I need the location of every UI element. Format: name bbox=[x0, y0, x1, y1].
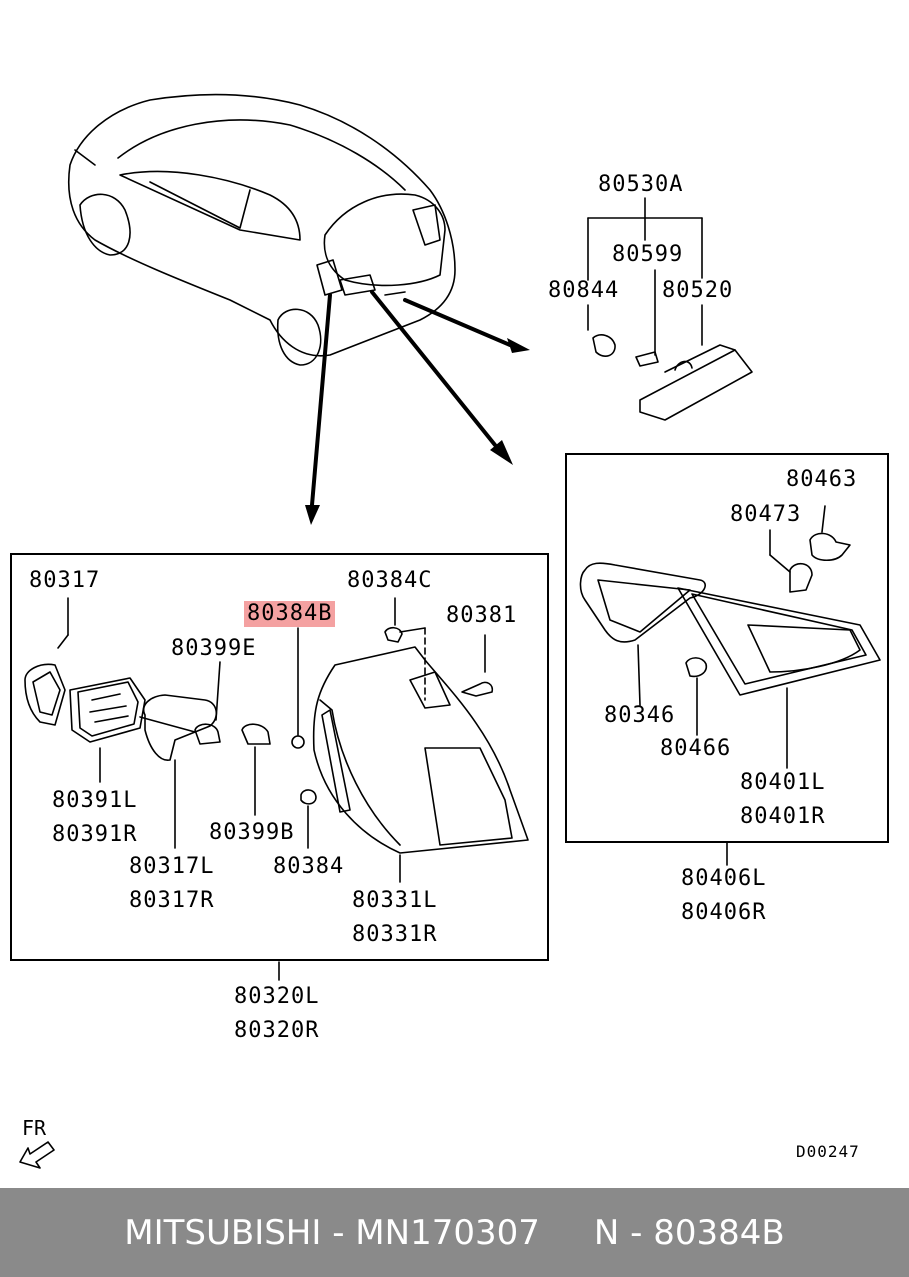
license-light-drawing bbox=[587, 197, 753, 421]
part-label-80384B-highlighted[interactable]: 80384B bbox=[244, 601, 336, 627]
part-number: MN170307 bbox=[355, 1212, 540, 1253]
callout-arrows bbox=[310, 290, 512, 507]
part-label-80331L[interactable]: 80331L bbox=[352, 888, 438, 913]
part-label-80401R[interactable]: 80401R bbox=[740, 804, 826, 829]
footer-separator: - bbox=[321, 1212, 356, 1253]
inner-lamp-assembly-frame bbox=[565, 453, 889, 843]
fr-arrow-icon bbox=[19, 1141, 55, 1169]
parts-diagram: 80530A 80599 80844 80520 80463 80473 803… bbox=[10, 93, 889, 1169]
part-label-80473[interactable]: 80473 bbox=[730, 502, 802, 527]
brand-name: MITSUBISHI bbox=[124, 1212, 322, 1253]
part-label-80346[interactable]: 80346 bbox=[604, 703, 676, 728]
part-label-80317R[interactable]: 80317R bbox=[129, 888, 215, 913]
diagram-drawing bbox=[19, 93, 881, 1169]
rear-lamp-drawing bbox=[24, 597, 529, 981]
part-label-80384[interactable]: 80384 bbox=[273, 854, 345, 879]
part-label-80844[interactable]: 80844 bbox=[548, 278, 620, 303]
part-label-80463[interactable]: 80463 bbox=[786, 467, 858, 492]
part-label-80384C[interactable]: 80384C bbox=[347, 568, 433, 593]
footer-gap bbox=[540, 1213, 594, 1253]
part-label-80406L[interactable]: 80406L bbox=[681, 866, 767, 891]
part-label-80401L[interactable]: 80401L bbox=[740, 770, 826, 795]
part-label-80391L[interactable]: 80391L bbox=[52, 788, 138, 813]
part-label-80399E[interactable]: 80399E bbox=[171, 636, 257, 661]
part-label-80331R[interactable]: 80331R bbox=[352, 922, 438, 947]
part-label-80520[interactable]: 80520 bbox=[662, 278, 734, 303]
part-label-80317L[interactable]: 80317L bbox=[129, 854, 215, 879]
part-label-80399B[interactable]: 80399B bbox=[209, 820, 295, 845]
part-label-80391R[interactable]: 80391R bbox=[52, 822, 138, 847]
part-info-footer: MITSUBISHI - MN170307 N - 80384B bbox=[0, 1188, 909, 1277]
direction-label: FR bbox=[22, 1116, 47, 1140]
part-label-80466[interactable]: 80466 bbox=[660, 736, 732, 761]
car-illustration bbox=[67, 93, 456, 366]
part-label-80599[interactable]: 80599 bbox=[612, 242, 684, 267]
part-label-80530A[interactable]: 80530A bbox=[598, 172, 684, 197]
part-label-80381[interactable]: 80381 bbox=[446, 603, 518, 628]
part-label-80320R[interactable]: 80320R bbox=[234, 1018, 320, 1043]
part-label-80320L[interactable]: 80320L bbox=[234, 984, 320, 1009]
diagram-code: D00247 bbox=[796, 1142, 860, 1161]
position-code: N - 80384B bbox=[593, 1212, 785, 1253]
arrow-heads bbox=[305, 338, 530, 525]
part-label-80317[interactable]: 80317 bbox=[29, 568, 101, 593]
inner-lamp-drawing bbox=[579, 505, 881, 866]
part-label-80406R[interactable]: 80406R bbox=[681, 900, 767, 925]
rear-lamp-assembly-frame bbox=[10, 553, 549, 961]
